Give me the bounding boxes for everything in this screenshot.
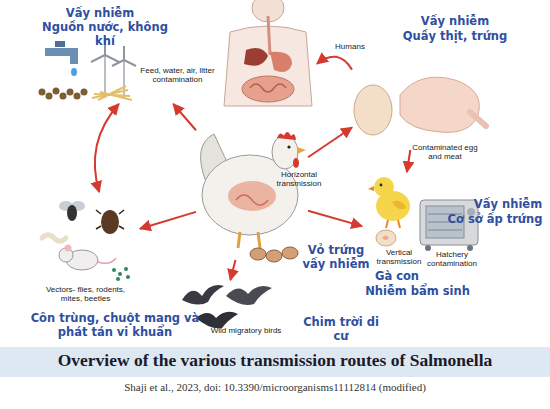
illustrated-group: Vertical transmissionGà conNhiễm bẩm sin… [362,172,432,300]
water-drop [71,68,77,76]
transmission-arrow [308,211,362,226]
chick-head [374,177,394,197]
illustrated-group: Vấy nhiễmCơ sở ấp trứngHatchery contamin… [418,192,548,274]
embryo-egg [376,230,396,246]
chick-legs [386,220,400,228]
illustrated-group: Vectors- flies, rodents, mites, beetlesC… [35,192,140,297]
english-label: Contaminated egg and meat [405,143,485,161]
mite [124,267,128,271]
hen-leg [258,232,260,248]
illustrated-group: Vấy nhiễmQuầy thịt, trứngContaminated eg… [352,12,490,150]
hen-beak [297,147,306,154]
vietnamese-annotation: Quầy thịt, trứng [390,30,520,44]
mites [112,267,130,281]
transmission-arrow [173,104,196,130]
nest-egg [266,250,282,262]
vietnamese-annotation: Cơ sở ấp trứng [442,213,548,227]
figure-title: Overview of the various transmission rou… [0,350,550,371]
beetle [101,210,119,234]
vietnamese-annotation: Vỏ trứng vấy nhiễm [296,244,376,272]
wild-bird [182,285,224,304]
pellet [39,89,46,96]
hen-wattle [293,158,299,168]
transmission-arrow [230,260,235,280]
pellet [46,93,53,100]
transmission-arrow [317,57,352,70]
larva [42,235,66,241]
hen-comb [277,132,296,140]
mite [116,277,120,281]
mite [118,272,122,276]
vietnamese-annotation: Gà con [362,270,432,284]
chick-beak [368,186,374,191]
illustrated-group: Horizontal transmissionVỏ trứng vấy nhiễ… [196,130,308,260]
transmission-arrow [95,104,119,192]
faucet-handle [55,41,65,47]
illustrated-group: Vấy nhiễmNguồn nước, không khíFeed, wate… [30,4,230,104]
beetle-legs [96,210,124,229]
liver [244,48,268,66]
vietnamese-annotation: Nhiễm bẩm sinh [360,285,475,299]
vietnamese-annotation: Vấy nhiễm [405,15,505,29]
title-band [0,347,550,377]
english-label: Wild migratory birds [206,326,286,335]
illustrated-group: Humans [222,0,317,112]
mite [112,268,116,272]
hen-intestine [236,195,268,205]
faucet-spout [70,48,78,64]
mouse-tail [98,258,116,263]
pellet [53,88,60,95]
english-label: Horizontal transmission [268,170,330,188]
transmission-arrow [140,212,196,229]
wild-bird [196,312,238,329]
chicken-meat [400,77,479,132]
vietnamese-annotation: Vấy nhiễm [55,7,145,21]
turbine-blades [112,46,136,66]
esophagus [268,16,270,55]
english-label: Vertical transmission [372,248,426,266]
hen-organs [228,181,276,211]
vietnamese-annotation: Chim trời di cư [296,316,386,344]
fly-body [67,205,77,221]
incubator-wheel [425,245,431,251]
figure-caption: Shaji et al., 2023, doi: 10.3390/microor… [0,381,550,393]
embryo [382,236,389,241]
feed-pellets [39,88,88,100]
wild-bird [226,286,272,305]
litter-straw [92,86,132,100]
stomach [270,52,292,72]
pellet [67,89,74,96]
mouse-ear [65,245,72,252]
illustrated-group: Wild migratory birdsChim trời di cư [168,280,278,338]
vietnamese-annotation: Vấy nhiễm [463,198,550,212]
pellet [60,93,67,100]
nest-egg [282,247,298,259]
english-label: Vectors- flies, rodents, mites, beetles [38,285,133,303]
english-label: Humans [328,42,372,51]
intestine-loop [250,84,286,92]
pellet [81,89,88,96]
hen-leg [238,232,240,248]
chick-eye [380,184,383,187]
egg [354,85,392,135]
turbine-pole [123,60,125,98]
mite [126,275,130,279]
hen-head [272,135,298,169]
nest-egg [250,248,266,260]
english-label: Hatchery contamination [420,250,484,268]
drumstick [470,112,486,126]
vietnamese-annotation: Côn trùng, chuột mang và phát tán vi khu… [30,312,200,340]
intestines [242,76,294,102]
vietnamese-annotation: Nguồn nước, không khí [35,21,175,49]
transmission-arrow [308,128,352,158]
english-label: Feed, water, air, litter contamination [130,66,225,84]
pellet [74,93,81,100]
chick-wing [392,201,406,209]
transmission-arrow [407,150,410,172]
hen-eye [287,145,290,148]
turbine-pole [104,55,106,98]
